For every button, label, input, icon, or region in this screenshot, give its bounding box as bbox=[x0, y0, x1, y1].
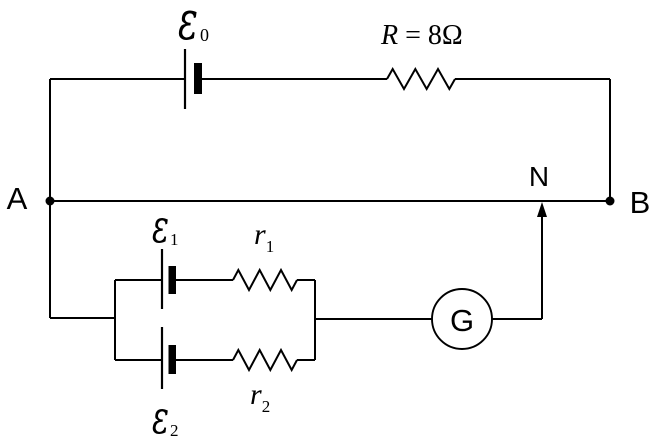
battery-emf0 bbox=[183, 49, 202, 109]
resistor-r1-zigzag bbox=[232, 267, 298, 293]
node-n-label: N bbox=[529, 161, 549, 192]
label-r1: r1 bbox=[254, 218, 274, 256]
outer-loop-wires bbox=[49, 78, 611, 318]
label-resistor-R: R= 8Ω bbox=[380, 20, 463, 51]
label-r1-symbol: r bbox=[254, 218, 266, 251]
battery-emf2-short-plate bbox=[168, 345, 176, 374]
label-emf1-symbol: ε bbox=[152, 199, 169, 253]
battery-emf1 bbox=[160, 249, 176, 309]
resistor-R-zigzag bbox=[386, 66, 456, 92]
node-b-label: B bbox=[630, 185, 651, 220]
label-R-value: = 8Ω bbox=[405, 20, 463, 51]
node-a-dot bbox=[45, 196, 55, 206]
battery-emf1-short-plate bbox=[168, 266, 176, 294]
label-R-symbol: R bbox=[380, 20, 398, 51]
label-r2-sub: 2 bbox=[262, 397, 271, 416]
battery-emf2 bbox=[160, 327, 176, 389]
label-r2: r2 bbox=[250, 378, 270, 416]
label-r1-sub: 1 bbox=[266, 237, 275, 256]
resistor-r2-zigzag bbox=[232, 347, 298, 373]
parallel-section-wires bbox=[50, 213, 543, 361]
label-r2-symbol: r bbox=[250, 378, 262, 411]
label-emf1: ε1 bbox=[152, 199, 179, 253]
label-emf2-symbol: ε bbox=[152, 390, 169, 444]
arrow-head-icon bbox=[537, 202, 547, 217]
galvanometer-label: G bbox=[450, 303, 474, 338]
label-emf2-sub: 2 bbox=[170, 421, 179, 440]
galvanometer: G bbox=[431, 288, 493, 350]
label-emf0-sub: 0 bbox=[200, 25, 209, 45]
galvanometer-circle bbox=[431, 288, 493, 350]
node-a-label: A bbox=[7, 181, 28, 216]
label-emf2: ε2 bbox=[152, 390, 179, 444]
label-emf0-symbol: ε bbox=[178, 0, 198, 52]
node-b-dot bbox=[605, 196, 615, 206]
label-emf1-sub: 1 bbox=[170, 230, 179, 249]
battery-emf0-short-plate bbox=[194, 63, 202, 94]
